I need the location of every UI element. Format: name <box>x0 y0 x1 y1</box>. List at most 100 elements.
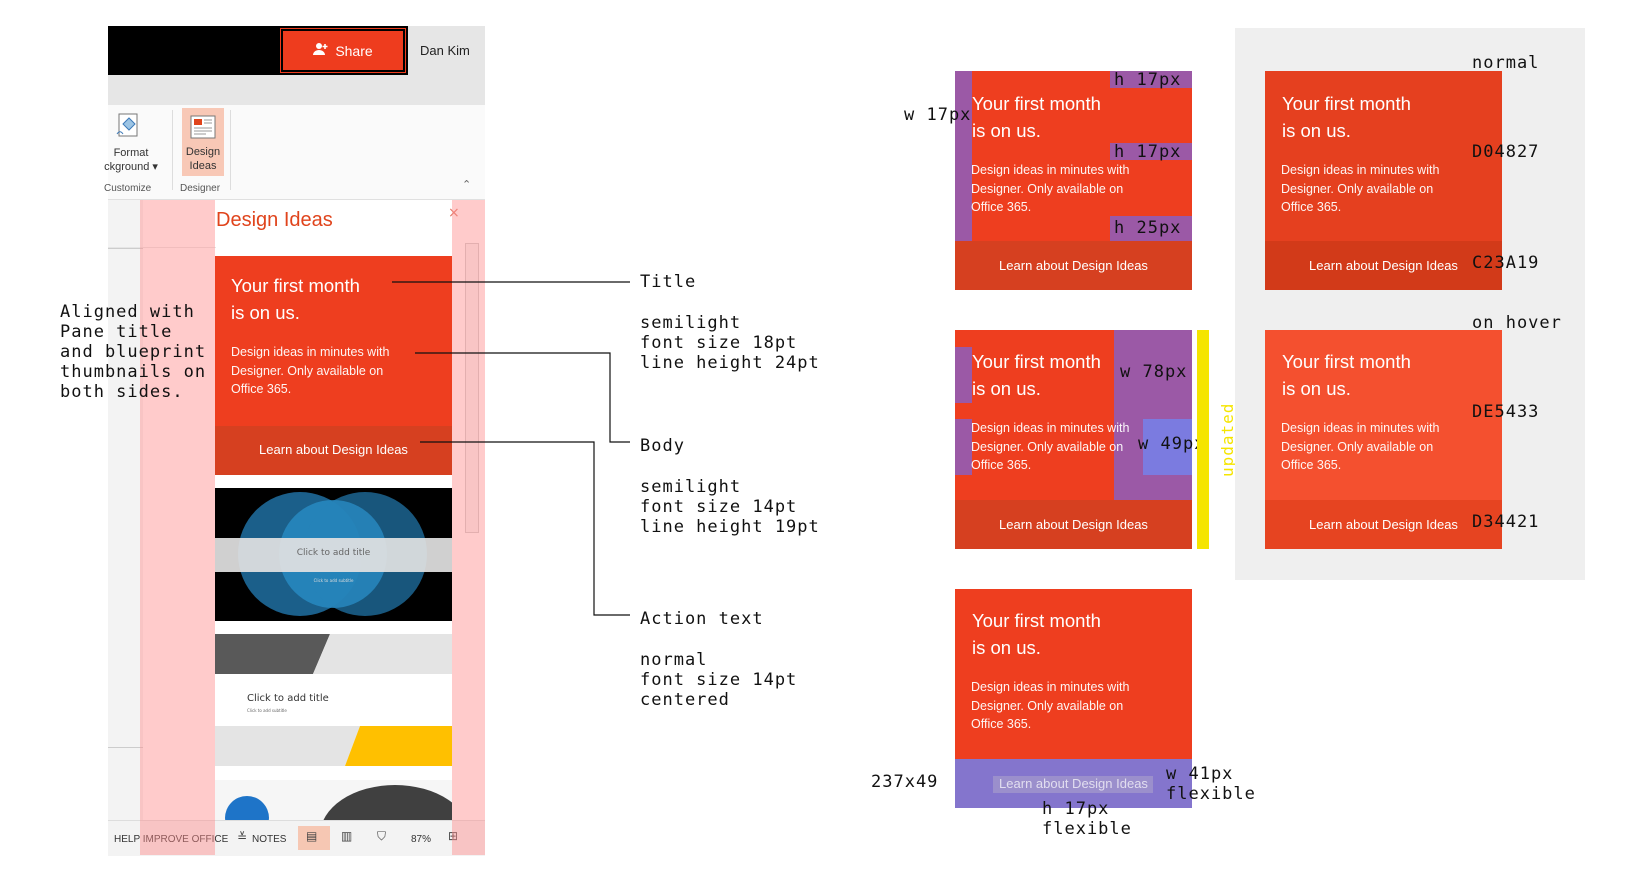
title-annotation-spec: semilight font size 18pt line height 24p… <box>640 313 820 373</box>
thumbnail-art <box>215 634 452 766</box>
padding-marker-bottom <box>1110 216 1192 241</box>
title-bar-user-area <box>408 26 485 75</box>
measure-h17-gap: h 17px <box>1114 142 1182 162</box>
card-action-text: Learn about Design Ideas <box>999 258 1148 273</box>
fit-slide-icon[interactable]: ⊞ <box>448 829 459 843</box>
normal-bottom-hex: C23A19 <box>1472 253 1540 273</box>
reading-view-icon[interactable]: ▥ <box>341 829 353 843</box>
notes-button[interactable]: NOTES <box>252 834 287 845</box>
notes-icon: ≚ <box>237 830 248 844</box>
alignment-guide <box>452 200 485 855</box>
pane-scrollbar[interactable] <box>465 243 479 533</box>
spec-card-right-padding-action <box>955 500 1192 549</box>
format-background-label[interactable]: Format ckground ▾ <box>104 147 158 173</box>
card-body: Design ideas in minutes with Designer. O… <box>1281 421 1440 472</box>
ribbon-tab-strip <box>108 75 485 105</box>
updated-marker <box>1197 330 1209 549</box>
close-icon[interactable]: × <box>448 205 460 221</box>
add-person-icon <box>313 42 329 59</box>
state-normal-action <box>1265 241 1502 290</box>
measure-w49: w 49px <box>1138 434 1206 454</box>
title-annotation-heading: Title <box>640 272 697 292</box>
thumbnail-subtitle: Click to add subtitle <box>313 578 354 583</box>
card-action-text: Learn about Design Ideas <box>999 776 1148 791</box>
card-action-text: Learn about Design Ideas <box>1309 517 1458 532</box>
state-hover-label: on hover <box>1472 313 1562 333</box>
share-button[interactable]: Share <box>280 28 406 73</box>
thumbnail-title: Click to add title <box>247 693 329 704</box>
measure-h17-top: h 17px <box>1114 70 1182 90</box>
status-bar <box>108 820 485 856</box>
normal-view-button[interactable] <box>298 826 330 850</box>
action-text-box <box>993 776 1153 793</box>
action-annotation-spec: normal font size 14pt centered <box>640 650 798 710</box>
slide-canvas <box>108 200 143 820</box>
card-title: Your first month is on us. <box>972 93 1101 141</box>
body-annotation-spec: semilight font size 14pt line height 19p… <box>640 477 820 537</box>
card-title: Your first month is on us. <box>1282 93 1411 141</box>
alignment-note: Aligned with Pane title and blueprint th… <box>60 302 207 402</box>
measure-w17: w 17px <box>904 105 972 125</box>
design-thumbnail[interactable]: Click to add title Click to add subtitle <box>215 634 452 768</box>
design-ideas-label: Design Ideas <box>185 146 221 172</box>
normal-top-hex: D04827 <box>1472 142 1540 162</box>
design-thumbnail[interactable]: Click to add title Click to add subtitle <box>215 488 452 621</box>
measure-h25: h 25px <box>1114 218 1182 238</box>
share-label: Share <box>335 42 373 59</box>
padding-marker-gap <box>1110 143 1192 160</box>
ribbon-separator <box>230 110 231 190</box>
design-ideas-icon <box>188 113 218 141</box>
card-body: Design ideas in minutes with Designer. O… <box>231 345 390 396</box>
card-title: Your first month is on us. <box>972 610 1101 658</box>
padding-marker-left <box>955 419 972 475</box>
measure-h17-flexible: h 17px flexible <box>1042 799 1132 839</box>
format-background-icon[interactable] <box>113 110 145 142</box>
card-title: Your first month is on us. <box>972 351 1101 399</box>
measure-size: 237x49 <box>871 772 939 792</box>
card-action-text: Learn about Design Ideas <box>1309 258 1458 273</box>
help-improve-office[interactable]: HELP IMPROVE OFFICE <box>114 834 229 845</box>
card-action-text: Learn about Design Ideas <box>999 517 1148 532</box>
card-body: Design ideas in minutes with Designer. O… <box>971 421 1130 472</box>
thumbnail-title: Click to add title <box>296 548 371 558</box>
padding-marker-left <box>955 347 972 403</box>
normal-view-icon: ▤ <box>306 829 318 843</box>
card-body: Design ideas in minutes with Designer. O… <box>1281 163 1440 214</box>
ribbon <box>108 105 485 200</box>
alignment-guide <box>140 200 215 855</box>
zoom-level[interactable]: 87% <box>411 834 432 845</box>
measure-w78: w 78px <box>1120 362 1188 382</box>
measure-w41: w 41px flexible <box>1166 764 1256 804</box>
card-title: Your first month is on us. <box>1282 351 1411 399</box>
pane-title: Design Ideas <box>216 209 333 231</box>
card-action-text[interactable]: Learn about Design Ideas <box>259 442 408 457</box>
ribbon-group-customize: Customize <box>104 183 152 194</box>
ribbon-group-designer: Designer <box>180 183 221 194</box>
card-action-bar[interactable] <box>215 426 452 475</box>
collapse-ribbon-icon[interactable]: ⌃ <box>462 178 472 191</box>
state-normal-label: normal <box>1472 53 1540 73</box>
card-body: Design ideas in minutes with Designer. O… <box>971 163 1130 214</box>
hover-bottom-hex: D34421 <box>1472 512 1540 532</box>
padding-marker-top <box>1110 71 1192 88</box>
state-normal-card <box>1265 71 1502 241</box>
state-hover-card <box>1265 330 1502 500</box>
action-annotation-heading: Action text <box>640 609 764 629</box>
card-title: Your first month is on us. <box>231 275 360 323</box>
pane-divider <box>108 247 216 248</box>
card-body: Design ideas in minutes with Designer. O… <box>971 680 1130 731</box>
spec-card-padding-action <box>955 241 1192 290</box>
user-name[interactable]: Dan Kim <box>420 43 470 58</box>
hover-top-hex: DE5433 <box>1472 402 1540 422</box>
ribbon-separator <box>172 110 173 190</box>
body-annotation-heading: Body <box>640 436 685 456</box>
slideshow-icon[interactable]: ⛉ <box>377 829 387 843</box>
state-hover-action <box>1265 500 1502 549</box>
spec-card-action-size <box>955 589 1192 759</box>
promo-card <box>215 256 452 426</box>
width-marker-49 <box>1143 419 1192 475</box>
thumbnail-subtitle: Click to add subtitle <box>247 708 287 713</box>
padding-marker-left <box>955 71 972 241</box>
thumbnail-art <box>215 492 452 616</box>
